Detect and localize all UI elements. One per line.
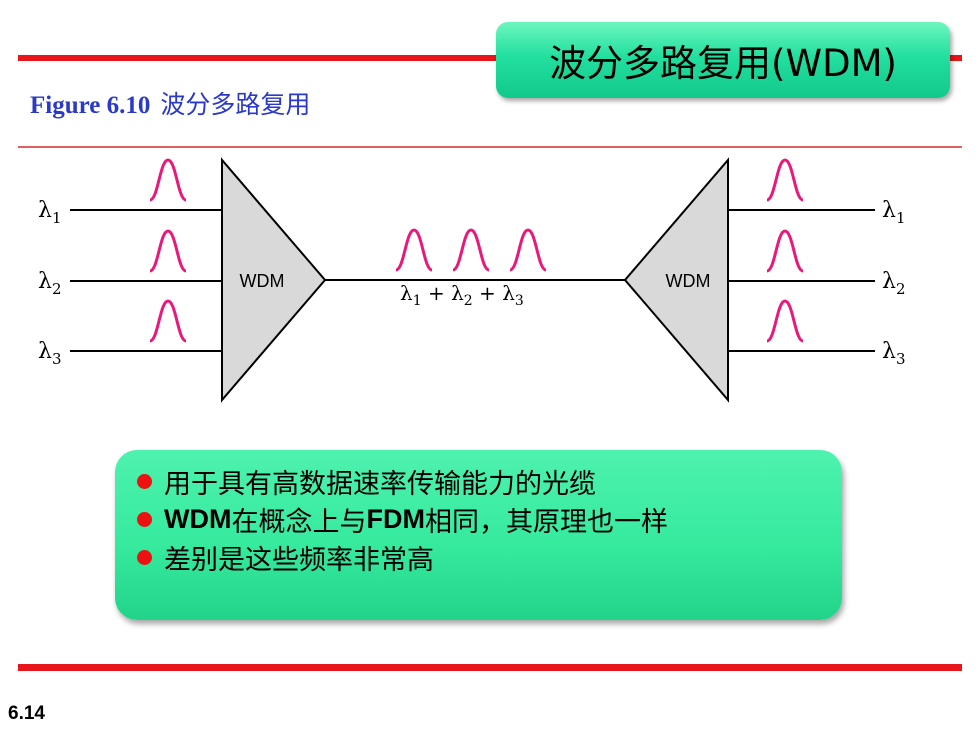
- bullet-bold-term: FDM: [366, 503, 425, 534]
- pulse-icon: [508, 228, 548, 272]
- pulse-icon: [451, 228, 491, 272]
- output-label-2: λ2: [882, 269, 906, 298]
- bullet-dot-icon: [137, 473, 152, 489]
- wdm-diagram: λ1 λ2 λ3 WDM λ1 + λ2 + λ3 WDM λ1 λ2 λ3: [38, 157, 906, 403]
- input-label-2: λ2: [38, 269, 62, 298]
- bullet-item: 用于具有高数据速率传输能力的光缆: [137, 462, 842, 500]
- pulse-icon: [148, 299, 188, 343]
- bullet-dot-icon: [137, 511, 152, 527]
- figure-caption-text: 波分多路复用: [160, 90, 311, 119]
- input-label-1: λ1: [38, 198, 62, 227]
- bullet-dot-icon: [137, 549, 152, 565]
- figure-caption: Figure 6.10 波分多路复用: [30, 85, 310, 121]
- title-banner: 波分多路复用(WDM): [496, 22, 950, 98]
- bullet-item: 差别是这些频率非常高: [137, 538, 842, 576]
- figure-label: Figure 6.10: [30, 92, 151, 119]
- top-divider: [18, 55, 962, 61]
- bullet-text: 差别是这些频率非常高: [164, 544, 434, 576]
- bottom-divider: [18, 664, 962, 671]
- pulse-icon: [148, 158, 188, 202]
- demux-label: WDM: [666, 271, 711, 291]
- page-number: 6.14: [8, 703, 45, 724]
- slide-title: 波分多路复用(WDM): [549, 42, 897, 85]
- combined-wavelength-label: λ1 + λ2 + λ3: [400, 281, 524, 309]
- pulse-icon: [765, 229, 805, 273]
- pulse-icon: [765, 158, 805, 202]
- bullet-text: 相同，其原理也一样: [424, 506, 668, 538]
- bullet-text: 在概念上与: [231, 506, 367, 538]
- wdm-multiplexer: [221, 157, 327, 403]
- bullet-text: 用于具有高数据速率传输能力的光缆: [164, 468, 596, 500]
- caption-divider: [18, 146, 962, 148]
- pulse-icon: [394, 228, 434, 272]
- pulse-icon: [765, 299, 805, 343]
- bullet-bold-term: WDM: [164, 503, 232, 534]
- output-label-1: λ1: [882, 198, 906, 227]
- mux-label: WDM: [240, 271, 285, 291]
- pulse-icon: [148, 229, 188, 273]
- input-label-3: λ3: [38, 339, 62, 368]
- output-label-3: λ3: [882, 339, 906, 368]
